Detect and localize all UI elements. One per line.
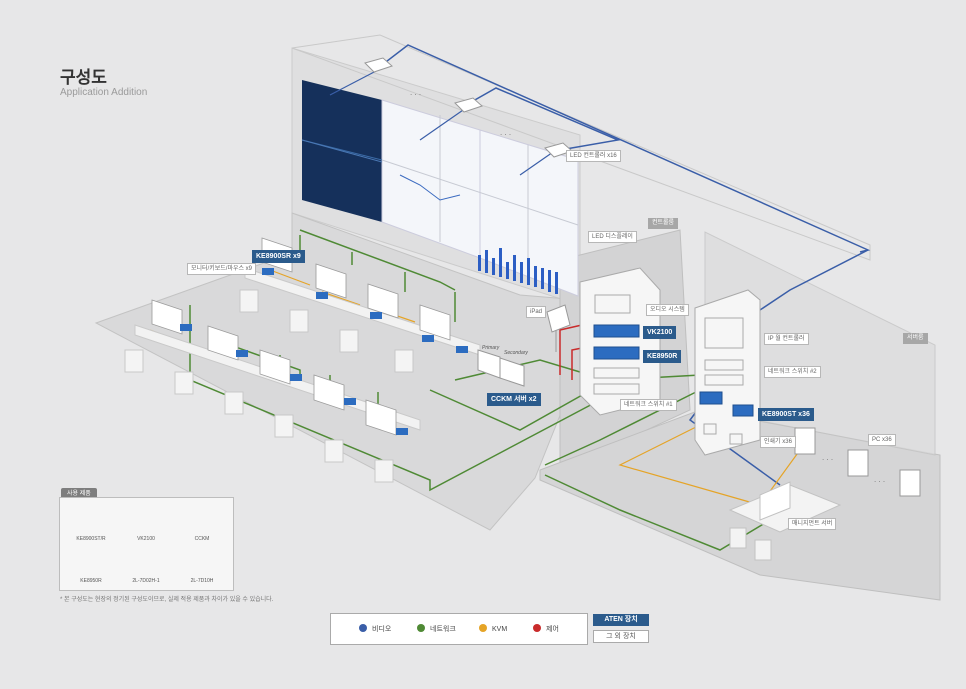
legend-kvm: KVM	[479, 624, 507, 633]
product-name: 2L-7D10H	[190, 578, 214, 584]
footnote: * 본 구성도는 현장의 정기된 구성도이므로, 실제 적용 제품과 차이가 있…	[60, 597, 274, 603]
ke8900sr-label: KE8900SR x9	[252, 250, 305, 263]
svg-text:. . .: . . .	[822, 453, 833, 462]
server-room-tag: 서버룸	[903, 333, 928, 344]
video-link-wall2	[419, 107, 467, 141]
products-panel	[59, 497, 234, 591]
outer-wall-top	[291, 34, 871, 261]
led-display-label: LED 디스플레이	[588, 231, 637, 243]
svg-text:. . .: . . .	[874, 475, 885, 484]
led-controller-label: LED 컨트롤러 x16	[566, 150, 621, 162]
printer-label: 인쇄기 x36	[760, 436, 796, 448]
legend-video: 비디오	[359, 624, 391, 634]
control-rack	[579, 267, 661, 416]
primary-label: Primary	[482, 345, 500, 351]
network-link-cckm	[454, 359, 591, 381]
svg-text:. . .: . . .	[500, 128, 511, 137]
management-server-label: 매니지먼트 서버	[788, 518, 837, 530]
network-dot-icon	[417, 624, 425, 632]
led-controller-1	[364, 57, 393, 73]
control-dot-icon	[533, 624, 541, 632]
video-link-main	[377, 44, 871, 253]
product-name: 2L-7D02H-1	[132, 578, 160, 584]
network-link-top	[299, 229, 456, 291]
video-link-2	[465, 87, 621, 151]
network-link-switch	[429, 384, 601, 431]
page-subtitle: Application Addition	[60, 87, 148, 98]
network-switch2-label: 네트워크 스위치 #2	[764, 366, 821, 378]
pc-label: PC x36	[868, 434, 896, 446]
video-link-wall3	[519, 149, 557, 176]
management-desk	[728, 481, 842, 561]
ke8950r-label: KE8950R	[643, 350, 682, 363]
led-video-wall	[301, 80, 579, 297]
network-link-row1	[189, 305, 601, 492]
vk2100-label: VK2100	[643, 326, 677, 339]
led-controller-2	[454, 97, 483, 113]
kvm-dot-icon	[479, 624, 487, 632]
legend-control: 제어	[533, 624, 559, 634]
audio-system-label: 오디오 시스템	[646, 304, 689, 316]
server-rack	[694, 289, 761, 456]
product-name: KE8900ST/R	[76, 536, 106, 542]
legend: 비디오 네트워크 KVM 제어	[330, 613, 588, 645]
legend-other-device: 그 외 장치	[593, 630, 649, 643]
cckm-laptops	[477, 349, 525, 387]
ke8900st-label: KE8900ST x36	[758, 408, 814, 421]
ke8900sr-units	[180, 268, 468, 435]
pc-towers	[794, 427, 921, 497]
chairs	[124, 289, 414, 483]
legend-aten-device: ATEN 장치	[593, 614, 649, 626]
legend-network: 네트워크	[417, 624, 456, 634]
svg-text:. . .: . . .	[410, 88, 421, 97]
control-room-tag: 컨트롤룸	[648, 218, 679, 229]
ipad-stand	[546, 304, 571, 352]
kvm-link-1	[269, 269, 311, 286]
cckm-server-label: CCKM 서버 x2	[487, 393, 541, 406]
monitor-kb-mouse-label: 모니터/키보드/마우스 x9	[187, 263, 257, 275]
product-name: KE8950R	[80, 578, 102, 584]
ip-controller-label: IP 월 컨트롤러	[764, 333, 809, 345]
kvm-link-server	[618, 414, 801, 506]
product-name: CCKM	[194, 536, 210, 542]
video-dot-icon	[359, 624, 367, 632]
ipad-label: iPad	[526, 306, 547, 318]
monitors	[151, 237, 451, 436]
video-link-ipcontroller	[747, 249, 869, 319]
product-name: VK2100	[137, 536, 155, 542]
video-link-wall1	[329, 69, 379, 96]
page-title: 구성도	[60, 68, 107, 87]
kvm-link-2	[321, 291, 361, 306]
secondary-label: Secondary	[504, 350, 528, 356]
network-switch1-label: 네트워크 스위치 #1	[620, 399, 677, 411]
